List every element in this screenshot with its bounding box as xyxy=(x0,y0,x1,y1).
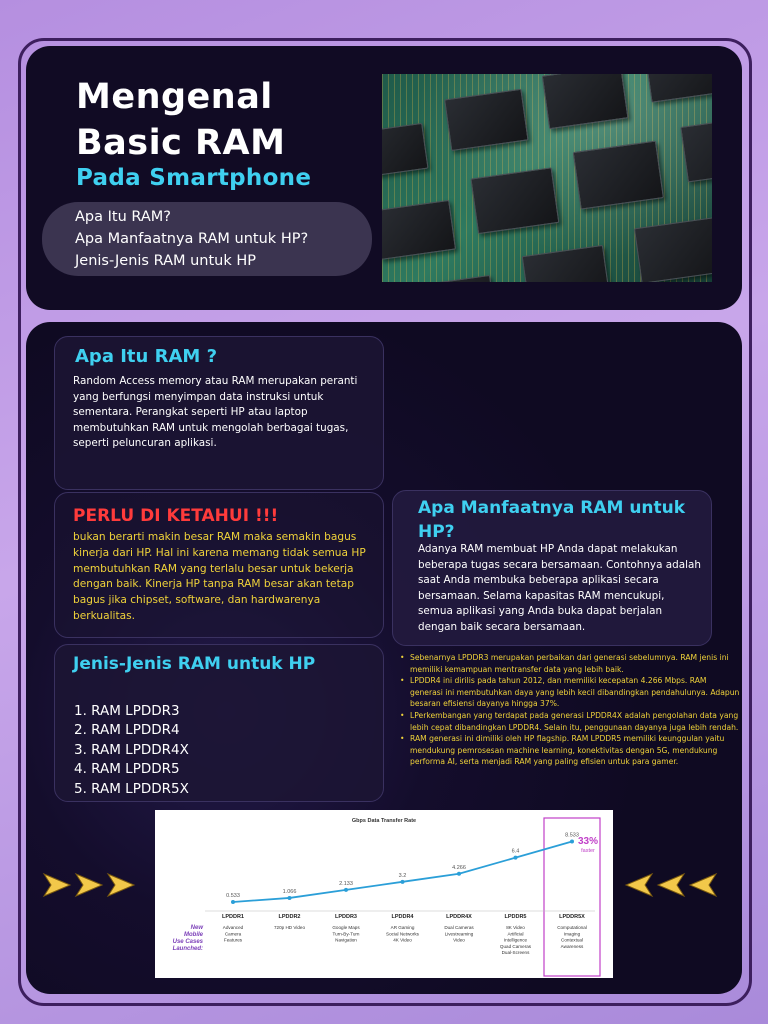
data-point xyxy=(513,855,518,860)
use-case-label: Artificial xyxy=(507,931,523,936)
list-item: LPDDR4 ini dirilis pada tahun 2012, dan … xyxy=(400,675,740,710)
chart-svg: Gbps Data Transfer Rate 33%faster 0.533LPD… xyxy=(173,817,601,977)
use-case-label: Contextual xyxy=(561,938,583,943)
row-label: Use Cases xyxy=(173,939,204,945)
data-point xyxy=(457,871,461,876)
list-item: 5. RAM LPDDR5X xyxy=(74,780,189,797)
use-case-label: Dual-Screens xyxy=(502,950,531,955)
perlu-diketahui-card xyxy=(54,492,384,638)
use-case-label: Quad Cameras xyxy=(500,944,532,949)
tick-label: LPDDR3 xyxy=(335,914,357,920)
list-item: 3. RAM LPDDR4X xyxy=(74,741,189,758)
use-case-label: Features xyxy=(224,938,243,943)
use-case-label: Computational xyxy=(557,925,587,930)
use-case-label: 4K Video xyxy=(393,938,412,943)
ram-chip-photo xyxy=(382,74,712,282)
data-point xyxy=(287,895,292,900)
use-case-label: Social Networks xyxy=(386,931,420,936)
perlu-diketahui-heading: PERLU DI KETAHUI !!! xyxy=(73,506,279,526)
data-point xyxy=(344,887,348,892)
data-label: 1.066 xyxy=(283,889,297,895)
ram-generations-notes: Sebenarnya LPDDR3 merupakan perbaikan da… xyxy=(400,652,740,768)
right-arrows-icon xyxy=(42,872,136,898)
manfaat-heading: Apa Manfaatnya RAM untuk HP? xyxy=(418,498,686,542)
use-case-label: Intelligence xyxy=(504,938,528,943)
topics-pill xyxy=(42,202,372,276)
tick-label: LPDDR4X xyxy=(446,914,472,920)
data-point xyxy=(570,839,574,844)
tick-label: LPDDR5X xyxy=(559,914,585,920)
chart-title: Gbps Data Transfer Rate xyxy=(352,818,416,824)
manfaat-card xyxy=(392,490,712,646)
header-panel: Mengenal Basic RAM Pada Smartphone Apa I… xyxy=(26,46,742,310)
perlu-diketahui-text: bukan berarti makin besar RAM maka semak… xyxy=(73,531,366,622)
topics-list: Apa Itu RAM? Apa Manfaatnya RAM untuk HP… xyxy=(75,206,308,272)
highlight-sublabel: faster xyxy=(581,848,595,854)
tick-label: LPDDR5 xyxy=(504,914,526,920)
list-item: RAM generasi ini dimiliki oleh HP flagsh… xyxy=(400,733,740,768)
highlight-label: 33% xyxy=(578,836,598,847)
tick-label: LPDDR1 xyxy=(222,914,244,920)
topic-item: Apa Itu RAM? xyxy=(75,209,171,225)
apa-itu-ram-text: Random Access memory atau RAM merupakan … xyxy=(73,375,358,450)
use-case-label: Turn-By-Turn xyxy=(333,931,360,936)
data-label: 0.533 xyxy=(226,893,240,899)
row-label: New xyxy=(191,925,204,931)
list-item: 1. RAM LPDDR3 xyxy=(74,703,180,719)
data-label: 3.2 xyxy=(399,873,407,879)
manfaat-text: Adanya RAM membuat HP Anda dapat melakuk… xyxy=(418,543,701,633)
highlight-box xyxy=(543,817,601,977)
list-item: Sebenarnya LPDDR3 merupakan perbaikan da… xyxy=(400,652,740,675)
use-case-label: AR Gaming xyxy=(391,925,415,930)
page-title: Mengenal Basic RAM xyxy=(76,74,285,166)
list-item: 2. RAM LPDDR4 xyxy=(74,722,180,739)
outer-frame xyxy=(18,38,752,1006)
data-label: 2.133 xyxy=(339,881,353,887)
tick-label: LPDDR2 xyxy=(278,914,300,920)
use-case-label: Video xyxy=(453,938,465,943)
topic-item: Jenis-Jenis RAM untuk HP xyxy=(75,253,257,269)
list-item: 4. RAM LPDDR5 xyxy=(74,761,180,778)
data-label: 4.266 xyxy=(452,865,466,871)
jenis-ram-list: 1. RAM LPDDR3 2. RAM LPDDR4 3. RAM LPDDR… xyxy=(74,702,189,799)
page-subtitle: Pada Smartphone xyxy=(76,165,312,191)
left-arrows-icon xyxy=(624,872,718,898)
use-case-label: Imaging xyxy=(564,931,581,936)
data-point xyxy=(400,879,405,884)
use-case-label: 720p HD Video xyxy=(274,925,306,930)
use-case-label: Dual Cameras xyxy=(444,925,474,930)
row-label: Mobile xyxy=(184,932,204,938)
topic-item: Apa Manfaatnya RAM untuk HP? xyxy=(75,231,309,247)
data-point xyxy=(231,899,235,904)
list-item: LPerkembangan yang terdapat pada generas… xyxy=(400,710,740,733)
use-case-label: Google Maps xyxy=(332,925,360,930)
title-line-2: Basic RAM xyxy=(76,123,286,163)
use-case-label: Navigation xyxy=(335,938,357,943)
use-case-label: Advanced xyxy=(223,925,244,930)
title-line-1: Mengenal xyxy=(76,77,273,117)
apa-itu-ram-heading: Apa Itu RAM ? xyxy=(75,346,218,367)
row-label: Launched: xyxy=(173,946,203,952)
use-case-label: Awareness xyxy=(561,944,584,949)
use-case-label: Camera xyxy=(225,931,242,936)
use-case-label: Livestreaming xyxy=(445,931,474,936)
data-label: 6.4 xyxy=(512,849,520,855)
jenis-ram-heading: Jenis-Jenis RAM untuk HP xyxy=(73,654,316,674)
apa-itu-ram-card xyxy=(54,336,384,490)
jenis-ram-card xyxy=(54,644,384,802)
data-label: 8.533 xyxy=(565,833,579,839)
tick-label: LPDDR4 xyxy=(391,914,414,920)
use-case-label: 8K Video xyxy=(506,925,525,930)
